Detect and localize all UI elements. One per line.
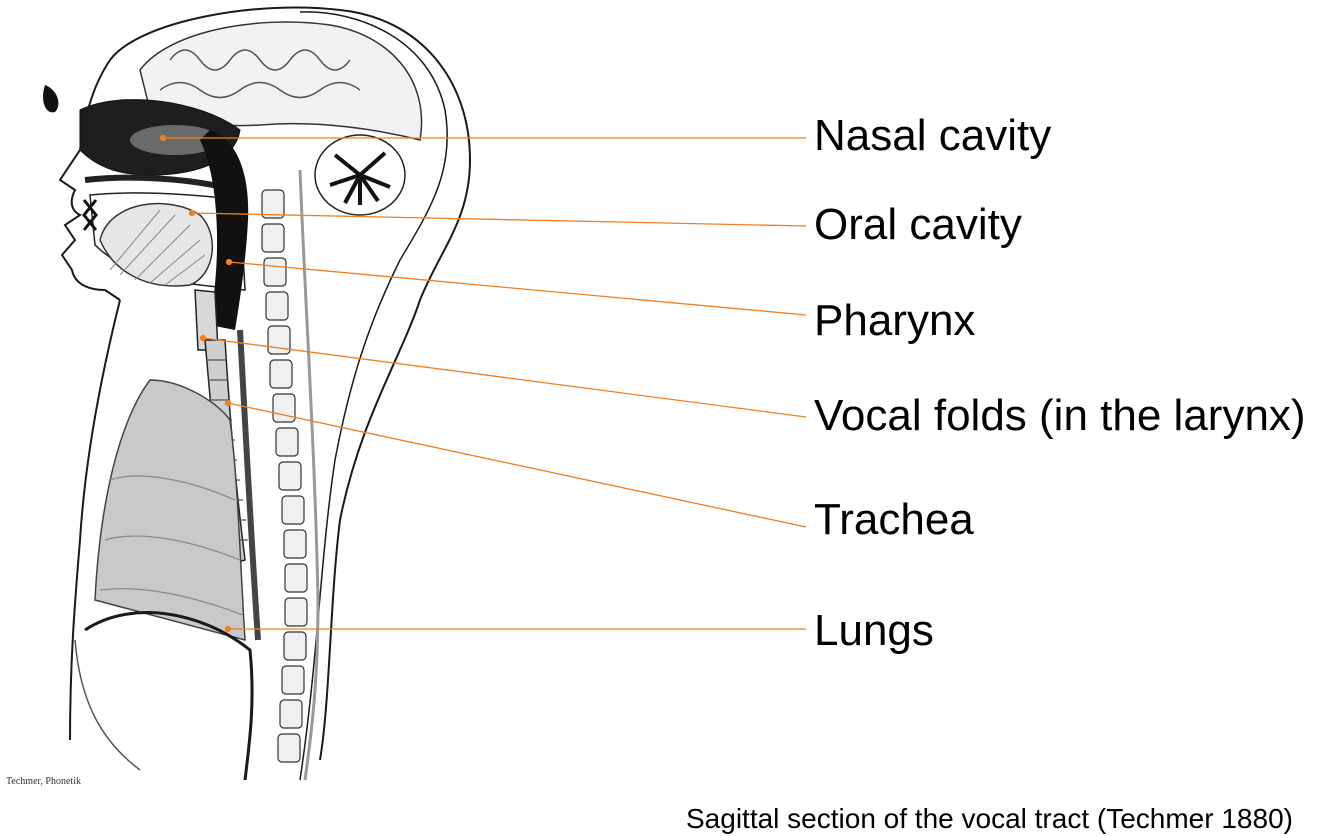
figure-caption: Sagittal section of the vocal tract (Tec… bbox=[686, 802, 1293, 836]
label-lungs: Lungs bbox=[814, 605, 934, 657]
sagittal-section-illustration bbox=[0, 0, 800, 825]
illustration-credit: Techmer, Phonetik bbox=[6, 776, 81, 787]
teeth bbox=[84, 200, 96, 230]
label-vocal-folds: Vocal folds (in the larynx) bbox=[814, 390, 1306, 442]
lungs bbox=[95, 380, 245, 640]
label-nasal-cavity: Nasal cavity bbox=[814, 110, 1051, 162]
frontal-sinus bbox=[43, 85, 58, 112]
diaphragm bbox=[85, 613, 252, 780]
spine bbox=[262, 190, 307, 762]
label-trachea: Trachea bbox=[814, 494, 974, 546]
label-oral-cavity: Oral cavity bbox=[814, 199, 1022, 251]
tongue bbox=[100, 204, 212, 286]
label-pharynx: Pharynx bbox=[814, 295, 975, 347]
abdomen-outline bbox=[75, 640, 140, 770]
